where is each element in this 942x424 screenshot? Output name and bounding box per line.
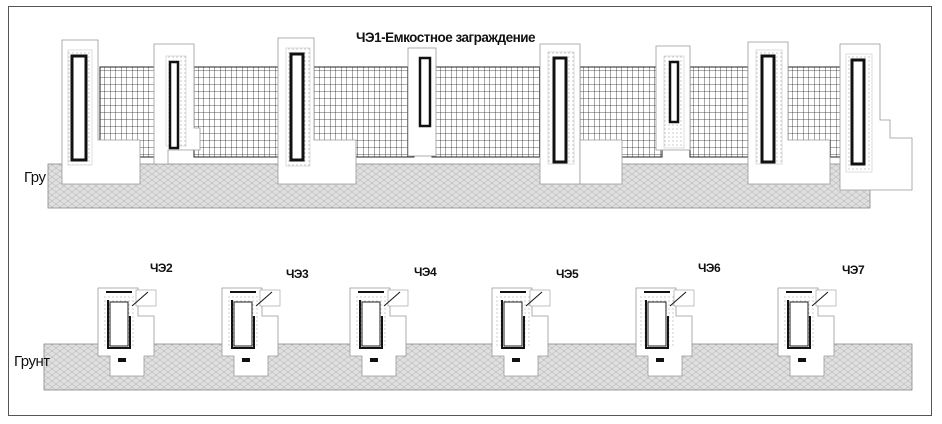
- post-3: [277, 37, 357, 185]
- post-1: [61, 39, 141, 185]
- element-label-4: ЧЭ4: [414, 265, 437, 279]
- sensing-element-7: ЧЭ7: [777, 263, 865, 377]
- ground-label-bottom: Грунт: [14, 353, 50, 370]
- diagram-title: ЧЭ1-Емкостное заграждение: [356, 30, 536, 45]
- post-8: [839, 43, 913, 191]
- sensing-element-2: ЧЭ2: [97, 261, 173, 377]
- element-label-3: ЧЭ3: [286, 267, 309, 281]
- ground-strip-top: [47, 163, 871, 209]
- element-label-6: ЧЭ6: [698, 261, 721, 275]
- post-6: [655, 45, 691, 151]
- mesh-panels: [99, 66, 843, 158]
- post-2: [153, 43, 201, 165]
- sensing-element-5: ЧЭ5: [491, 267, 579, 377]
- element-label-2: ЧЭ2: [150, 261, 173, 275]
- element-label-5: ЧЭ5: [556, 267, 579, 281]
- sensing-element-4: ЧЭ4: [349, 265, 437, 377]
- sensing-element-3: ЧЭ3: [221, 267, 309, 377]
- sensing-element-row: ЧЭ2 ЧЭ3 ЧЭ4 ЧЭ5 ЧЭ6 ЧЭ7: [97, 261, 865, 377]
- post-7: [747, 41, 831, 185]
- ground-label-top: Гру: [24, 169, 46, 186]
- post-5: [539, 43, 623, 185]
- sensing-element-6: ЧЭ6: [635, 261, 721, 377]
- element-label-7: ЧЭ7: [842, 263, 865, 277]
- ground-strip-bottom: [43, 343, 913, 391]
- post-4: [407, 47, 437, 157]
